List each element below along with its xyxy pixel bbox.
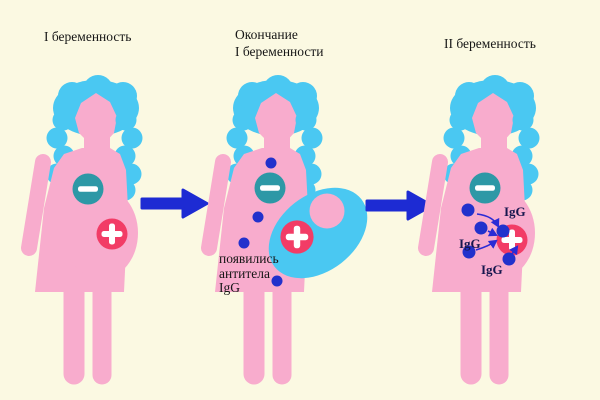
figure-second-pregnancy [426, 75, 540, 375]
antibodies-caption-line3: IgG [219, 280, 240, 295]
figure-end-first-pregnancy [209, 75, 368, 375]
rh-negative-badge [72, 173, 104, 205]
progression-arrow-1 [140, 188, 209, 219]
antibody-attack-arrows [475, 213, 519, 256]
antibodies-caption-line1: появились [219, 251, 279, 266]
igg-label-left: IgG [459, 236, 481, 251]
rh-negative-badge [469, 172, 501, 204]
baby-head [309, 193, 345, 229]
igg-label-bottom: IgG [481, 262, 503, 277]
figure-first-pregnancy [29, 75, 143, 375]
igg-label-top: IgG [504, 204, 526, 219]
igg-antibody-dots [238, 157, 283, 287]
rh-negative-badge [254, 172, 286, 204]
newborn-baby [268, 187, 368, 279]
panel1-title: I беременность [44, 29, 132, 44]
panel2-title-line2: I беременности [235, 44, 324, 59]
antibodies-caption-line2: антитела [219, 266, 270, 281]
igg-antibody-dots [461, 203, 516, 266]
rh-positive-badge [280, 220, 314, 254]
rh-positive-badge [96, 218, 128, 250]
progression-arrow-2 [365, 190, 434, 221]
panel3-title: II беременность [444, 36, 536, 51]
panel2-title-line1: Окончание [235, 27, 298, 42]
